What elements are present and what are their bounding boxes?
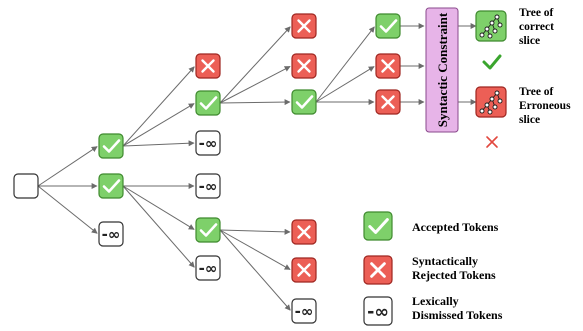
- check-icon: [379, 19, 398, 33]
- root-node: [13, 173, 39, 199]
- cross-icon: [370, 262, 386, 278]
- tree-edge: [122, 66, 195, 147]
- check-icon: [199, 223, 218, 237]
- accepted-token-node: [98, 173, 124, 199]
- cross-icon: [297, 19, 311, 33]
- rejected-token-node: [375, 53, 401, 79]
- negative-infinity-icon: -∞: [199, 135, 218, 153]
- tree-edge: [122, 185, 195, 268]
- erroneous-slice-label-line: Erroneous: [519, 100, 571, 112]
- legend-item-accepted: Accepted Tokens: [363, 211, 499, 241]
- cross-icon: [381, 59, 395, 73]
- tree-edge: [219, 229, 291, 270]
- tree-edges: [37, 23, 477, 311]
- tree-edge: [315, 66, 375, 103]
- tree-edge: [315, 26, 375, 103]
- erroneous-slice-tree-icon: [475, 86, 507, 118]
- cross-icon: [486, 136, 498, 148]
- check-icon: [368, 218, 389, 234]
- legend-dismissed-swatch: -∞: [363, 296, 393, 326]
- accepted-token-node: [291, 89, 317, 115]
- cross-icon: [297, 225, 311, 239]
- accepted-token-node: [98, 133, 124, 159]
- rejected-token-node: [291, 219, 317, 245]
- legend-rejected-label-line: Rejected Tokens: [412, 268, 496, 282]
- negative-infinity-icon: -∞: [295, 303, 314, 321]
- dismissed-token-node: -∞: [98, 221, 124, 247]
- dismissed-token-node: -∞: [195, 173, 221, 199]
- cross-icon: [201, 59, 215, 73]
- legend-accepted-label: Accepted Tokens: [412, 220, 499, 234]
- check-icon: [102, 179, 121, 193]
- accepted-token-node: [375, 13, 401, 39]
- cross-icon: [297, 263, 311, 277]
- accepted-token-node: [195, 217, 221, 243]
- tree-edge: [219, 66, 291, 104]
- dismissed-token-node: -∞: [195, 130, 221, 156]
- dismissed-token-node: -∞: [195, 255, 221, 281]
- negative-infinity-icon: -∞: [102, 226, 121, 244]
- tree-edge: [122, 185, 195, 230]
- dismissed-token-node: -∞: [291, 298, 317, 324]
- legend-rejected-label-line: Syntactically: [412, 254, 478, 268]
- negative-infinity-icon: -∞: [199, 178, 218, 196]
- syntactic-constraint-label: Syntactic Constraint: [435, 12, 450, 127]
- tree-edge: [37, 185, 98, 234]
- erroneous-slice-label-line: slice: [519, 114, 540, 126]
- tree-edge: [219, 228, 291, 235]
- negative-infinity-icon: -∞: [367, 302, 389, 322]
- rejected-token-node: [375, 89, 401, 115]
- tree-edge: [219, 99, 291, 106]
- erroneous-slice-label-line: Tree of: [519, 86, 554, 98]
- tree-edge: [122, 103, 195, 147]
- correct-slice-tree-icon: [475, 10, 507, 42]
- check-icon: [102, 139, 121, 153]
- check-icon: [295, 95, 314, 109]
- correct-slice-label-line: Tree of: [519, 7, 554, 19]
- syntactic-constraint-box: Syntactic Constraint: [425, 7, 459, 133]
- legend-dismissed-label-line: Lexically: [412, 294, 459, 308]
- accepted-token-node: [195, 90, 221, 116]
- check-icon: [199, 96, 218, 110]
- cross-icon: [297, 59, 311, 73]
- correct-slice-label-line: slice: [519, 35, 540, 47]
- legend-rejected-swatch: [363, 255, 393, 285]
- tree-edge: [219, 26, 291, 104]
- legend-accepted-label-line: Accepted Tokens: [412, 220, 499, 234]
- tree-edge: [219, 229, 291, 311]
- rejected-token-node: [291, 257, 317, 283]
- tree-nodes: -∞ -∞ -∞ -∞ -∞: [13, 13, 401, 324]
- correct-slice-label-line: correct: [519, 21, 554, 33]
- rejected-token-node: [195, 53, 221, 79]
- negative-infinity-icon: -∞: [199, 260, 218, 278]
- rejected-token-node: [291, 53, 317, 79]
- rejected-token-node: [291, 13, 317, 39]
- check-icon: [482, 54, 502, 70]
- erroneous-slice-label: Tree of Erroneous slice: [519, 86, 571, 126]
- tree-edge: [122, 140, 195, 147]
- tree-edge: [37, 146, 98, 187]
- correct-slice-label: Tree of correct slice: [519, 7, 554, 47]
- legend-accepted-swatch: [363, 211, 393, 241]
- cross-icon: [381, 95, 395, 109]
- legend-dismissed-label-line: Dismissed Tokens: [412, 308, 503, 322]
